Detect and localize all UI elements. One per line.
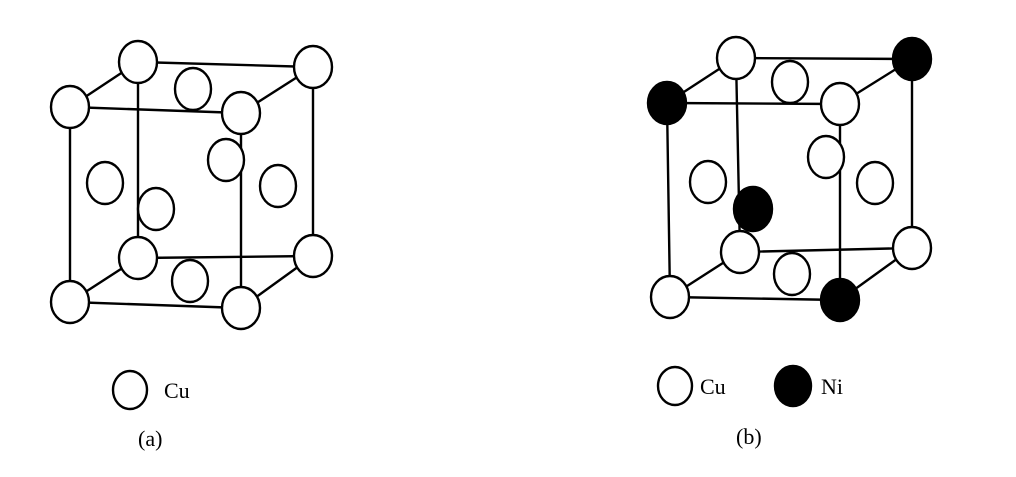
legend-cu-label: Cu (700, 374, 726, 399)
cu-atom (719, 229, 761, 275)
legend-cu-label: Cu (164, 378, 190, 403)
cu-atom (258, 163, 298, 209)
cu-atom (220, 90, 262, 136)
edge (668, 295, 842, 302)
edge (136, 254, 315, 260)
cu-atom (220, 285, 262, 331)
ni-atom (732, 185, 774, 233)
legend-ni-label: Ni (821, 374, 843, 399)
edge (68, 105, 243, 115)
cu-atom (819, 81, 861, 127)
cu-atom (891, 225, 933, 271)
legend-cu-swatch (656, 365, 694, 407)
panel-a-atoms (49, 39, 334, 331)
cu-atom (855, 160, 895, 206)
cu-atom (85, 160, 125, 206)
panel-a-legend: Cu (111, 369, 190, 411)
panel-a-caption: (a) (138, 426, 162, 451)
cu-atom (170, 258, 210, 304)
cu-atom (770, 59, 810, 105)
edge (68, 300, 243, 310)
cu-atom (292, 233, 334, 279)
cu-atom (173, 66, 213, 112)
panel-b-atoms (646, 35, 933, 323)
edge (665, 101, 842, 106)
cu-atom (649, 274, 691, 320)
cu-atom (136, 186, 176, 232)
edge (136, 60, 315, 69)
cu-atom (117, 235, 159, 281)
panel-b-unit-cell: Cu Ni (b) (646, 35, 933, 449)
cu-atom (688, 159, 728, 205)
ni-atom (891, 36, 933, 82)
cu-atom (117, 39, 159, 85)
legend-cu-swatch (111, 369, 149, 411)
edge (665, 101, 672, 299)
cu-atom (292, 44, 334, 90)
edge (734, 56, 914, 61)
panel-b-caption: (b) (736, 424, 762, 449)
ni-atom (819, 277, 861, 323)
edge (738, 246, 914, 254)
cu-atom (715, 35, 757, 81)
panel-a-unit-cell: Cu (a) (49, 39, 334, 451)
cu-atom (772, 251, 812, 297)
panel-b-legend: Cu Ni (656, 364, 843, 408)
cu-atom (49, 84, 91, 130)
ni-atom (646, 80, 688, 126)
cu-atom (806, 134, 846, 180)
cu-atom (206, 137, 246, 183)
legend-ni-swatch (773, 364, 813, 408)
cu-atom (49, 279, 91, 325)
